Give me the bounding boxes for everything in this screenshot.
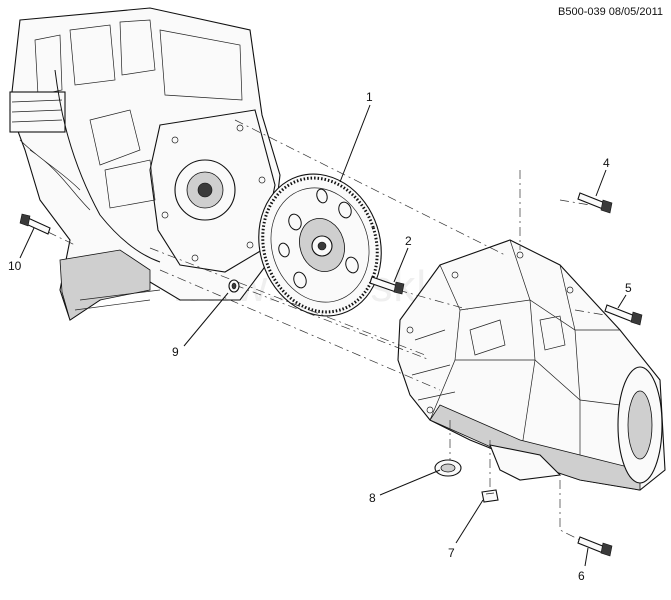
alignment-lines [47, 119, 606, 541]
cover-8 [434, 459, 462, 477]
leader-lines [19, 104, 627, 567]
callout-6: 6 [578, 569, 585, 583]
callout-10: 10 [8, 259, 22, 273]
engine-block [9, 7, 281, 321]
callout-8: 8 [369, 491, 376, 505]
bolt-2 [369, 276, 405, 295]
callout-7: 7 [448, 546, 455, 560]
bolt-10 [19, 213, 51, 235]
callout-9: 9 [172, 345, 179, 359]
bolt-5 [604, 304, 643, 326]
bolt-6 [577, 536, 613, 557]
callout-2: 2 [405, 234, 412, 248]
callout-4: 4 [603, 156, 610, 170]
clip-7 [481, 489, 499, 503]
callout-5: 5 [625, 281, 632, 295]
bolt-4 [577, 192, 613, 214]
transmission [397, 239, 666, 491]
callout-1: 1 [366, 90, 373, 104]
dowel-9 [228, 279, 240, 293]
flywheel [258, 173, 382, 317]
figure-code: B500-039 08/05/2011 [558, 6, 663, 18]
